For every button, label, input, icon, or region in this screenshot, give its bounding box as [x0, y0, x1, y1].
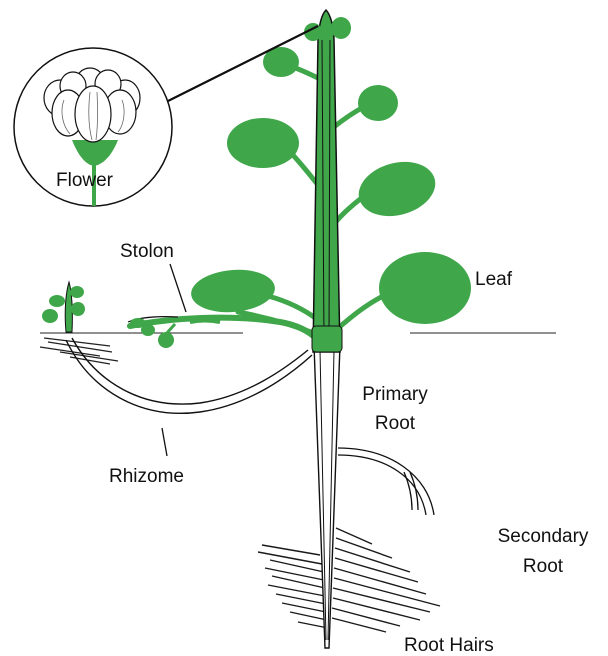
label-root-hairs: Root Hairs — [404, 635, 494, 656]
left-sprout — [42, 282, 85, 332]
label-stolon: Stolon — [120, 241, 174, 263]
label-leaf: Leaf — [475, 269, 512, 291]
rhizome — [66, 338, 312, 413]
label-rhizome: Rhizome — [109, 466, 184, 488]
stolon — [128, 317, 318, 348]
label-primary-root-line2: Root — [350, 413, 440, 435]
soil-hatching-left — [40, 338, 118, 364]
label-leader-lines — [162, 264, 186, 456]
stem — [312, 10, 342, 352]
label-secondary-root-line1: Secondary — [482, 526, 604, 548]
label-secondary-root-line2: Root — [482, 556, 604, 578]
label-primary-root-line1: Primary — [350, 384, 440, 406]
soil-hatching-root-hairs — [258, 528, 440, 632]
label-flower: Flower — [56, 170, 113, 192]
secondary-root — [338, 448, 434, 515]
